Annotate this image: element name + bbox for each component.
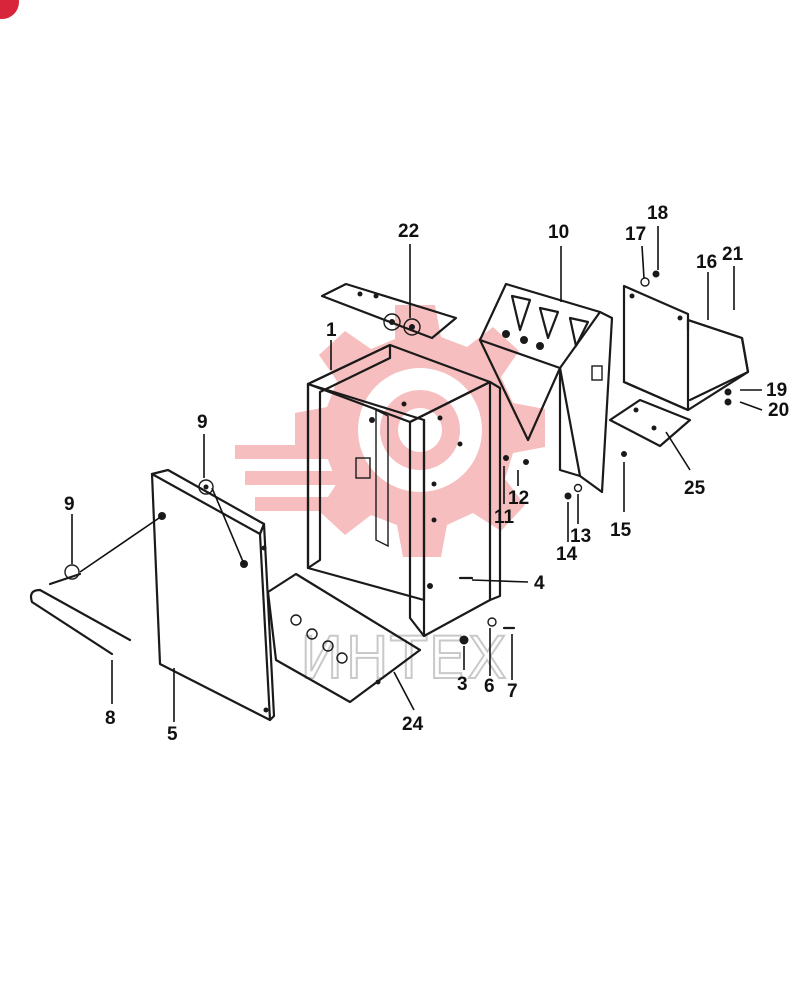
part-label-24: 24 [402, 714, 424, 735]
watermark-gear-icon [235, 305, 545, 557]
part-label-7: 7 [507, 681, 518, 702]
part-16-rear-cover [622, 284, 750, 412]
fastener-19-20 [724, 388, 732, 406]
part-label-19: 19 [766, 380, 787, 401]
part-1-housing [306, 343, 502, 638]
part-label-20: 20 [768, 400, 789, 421]
part-label-17: 17 [625, 224, 646, 245]
leader-lines [71, 226, 763, 722]
part-label-9-top: 9 [197, 412, 208, 433]
part-24-bottom-plate [266, 572, 422, 704]
fastener-17-18 [640, 270, 660, 287]
part-label-15: 15 [610, 520, 632, 541]
part-8-u-bolt [29, 564, 132, 656]
part-label-1: 1 [326, 320, 337, 341]
part-25-small-plate [608, 398, 692, 448]
corner-badge-icon [0, 0, 19, 19]
fastener-3-nut [459, 635, 469, 645]
watermark-text: ИНТЕХ [300, 624, 509, 692]
fastener-15-bolt [621, 451, 627, 457]
part-label-18: 18 [647, 203, 668, 224]
part-label-9-left: 9 [64, 494, 75, 515]
fastener-9-nut-top [198, 479, 214, 495]
part-label-10: 10 [548, 222, 569, 243]
part-label-11: 11 [494, 507, 515, 528]
part-label-21: 21 [722, 244, 744, 265]
fastener-13-14 [564, 483, 583, 500]
part-label-22: 22 [398, 221, 419, 242]
part-22-top-plate [320, 282, 458, 340]
fastener-6-washer [487, 617, 497, 627]
part-label-3: 3 [457, 674, 468, 695]
part-10-bracket [478, 282, 614, 494]
part-label-13: 13 [570, 526, 591, 547]
part-label-25: 25 [684, 478, 706, 499]
part-label-6: 6 [484, 676, 495, 697]
part-label-14: 14 [556, 544, 578, 565]
part-label-16: 16 [696, 252, 717, 273]
part-label-5: 5 [167, 724, 178, 745]
part-label-8: 8 [105, 708, 116, 729]
fastener-11-12-pins [503, 455, 529, 465]
part-label-12: 12 [508, 488, 529, 509]
part-label-4: 4 [534, 573, 545, 594]
